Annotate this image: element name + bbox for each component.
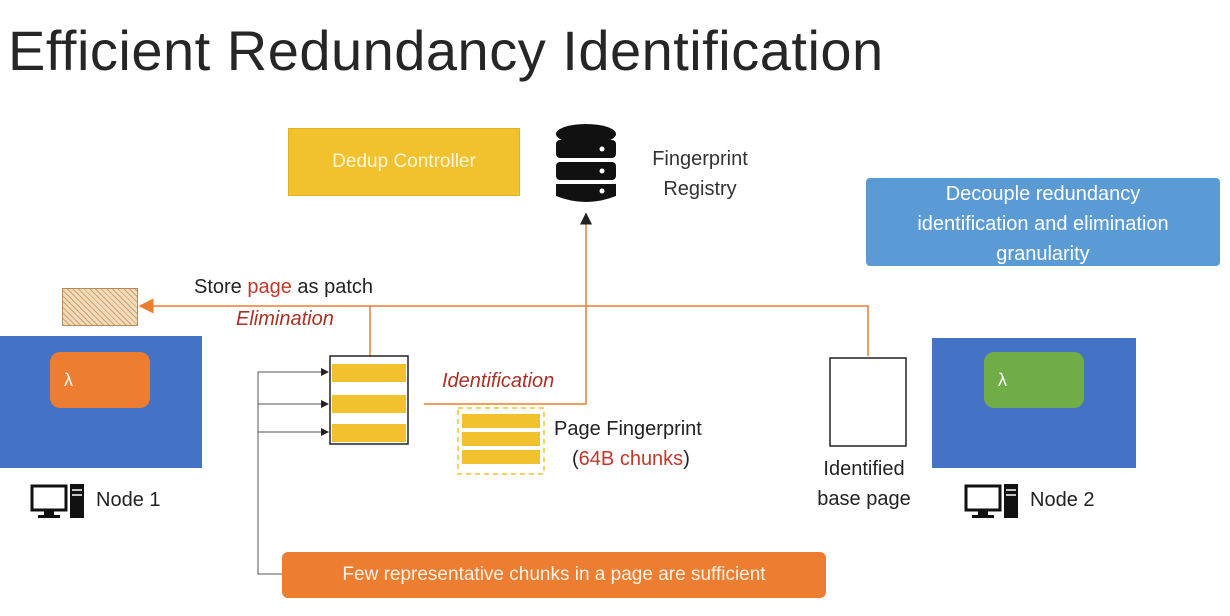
node2-label: Node 2 bbox=[1030, 489, 1095, 511]
elimination-label: Elimination bbox=[236, 308, 334, 330]
identification-label: Identification bbox=[442, 370, 555, 392]
pf-chunk-size: 64B chunks bbox=[578, 448, 684, 470]
decouple-note: Decouple redundancy identification and e… bbox=[866, 178, 1220, 266]
page-fingerprint-title: Page Fingerprint bbox=[554, 418, 702, 440]
decouple-note-line2: identification and elimination bbox=[917, 213, 1169, 235]
registry-line2: Registry bbox=[663, 178, 737, 200]
chunk-bracket bbox=[257, 371, 328, 575]
decouple-note-line3: granularity bbox=[996, 243, 1090, 265]
page-fingerprint-label: Page Fingerprint (64B chunks) bbox=[554, 414, 702, 474]
node2-lambda: λ bbox=[984, 352, 1084, 408]
fingerprint-registry-label: Fingerprint Registry bbox=[640, 144, 760, 204]
node1-lambda: λ bbox=[50, 352, 150, 408]
store-page-label: Store page as patch bbox=[194, 276, 373, 299]
patch-box bbox=[62, 288, 138, 326]
node1-label: Node 1 bbox=[96, 489, 161, 511]
computer-icon bbox=[964, 484, 1018, 518]
store-suffix: as patch bbox=[291, 276, 374, 298]
fingerprint-chunks bbox=[457, 407, 545, 475]
base-page-line1: Identified bbox=[823, 458, 905, 480]
base-page-line2: base page bbox=[817, 488, 911, 510]
page-title: Efficient Redundancy Identification bbox=[8, 19, 884, 82]
database-icon bbox=[556, 124, 616, 202]
identification-arrow bbox=[424, 212, 592, 405]
elimination-arrow bbox=[138, 298, 869, 356]
store-prefix: Store bbox=[194, 276, 248, 298]
base-page-label: Identified base page bbox=[808, 454, 920, 514]
dedup-controller-box: Dedup Controller bbox=[288, 128, 520, 196]
representative-chunks-note: Few representative chunks in a page are … bbox=[282, 552, 826, 598]
pf-open: ( bbox=[572, 448, 579, 470]
registry-line1: Fingerprint bbox=[652, 148, 748, 170]
pf-close: ) bbox=[683, 448, 690, 470]
chunked-page bbox=[329, 355, 409, 445]
decouple-note-line1: Decouple redundancy bbox=[945, 183, 1141, 205]
store-highlight: page bbox=[247, 276, 292, 298]
base-page bbox=[829, 357, 907, 447]
computer-icon bbox=[30, 484, 84, 518]
